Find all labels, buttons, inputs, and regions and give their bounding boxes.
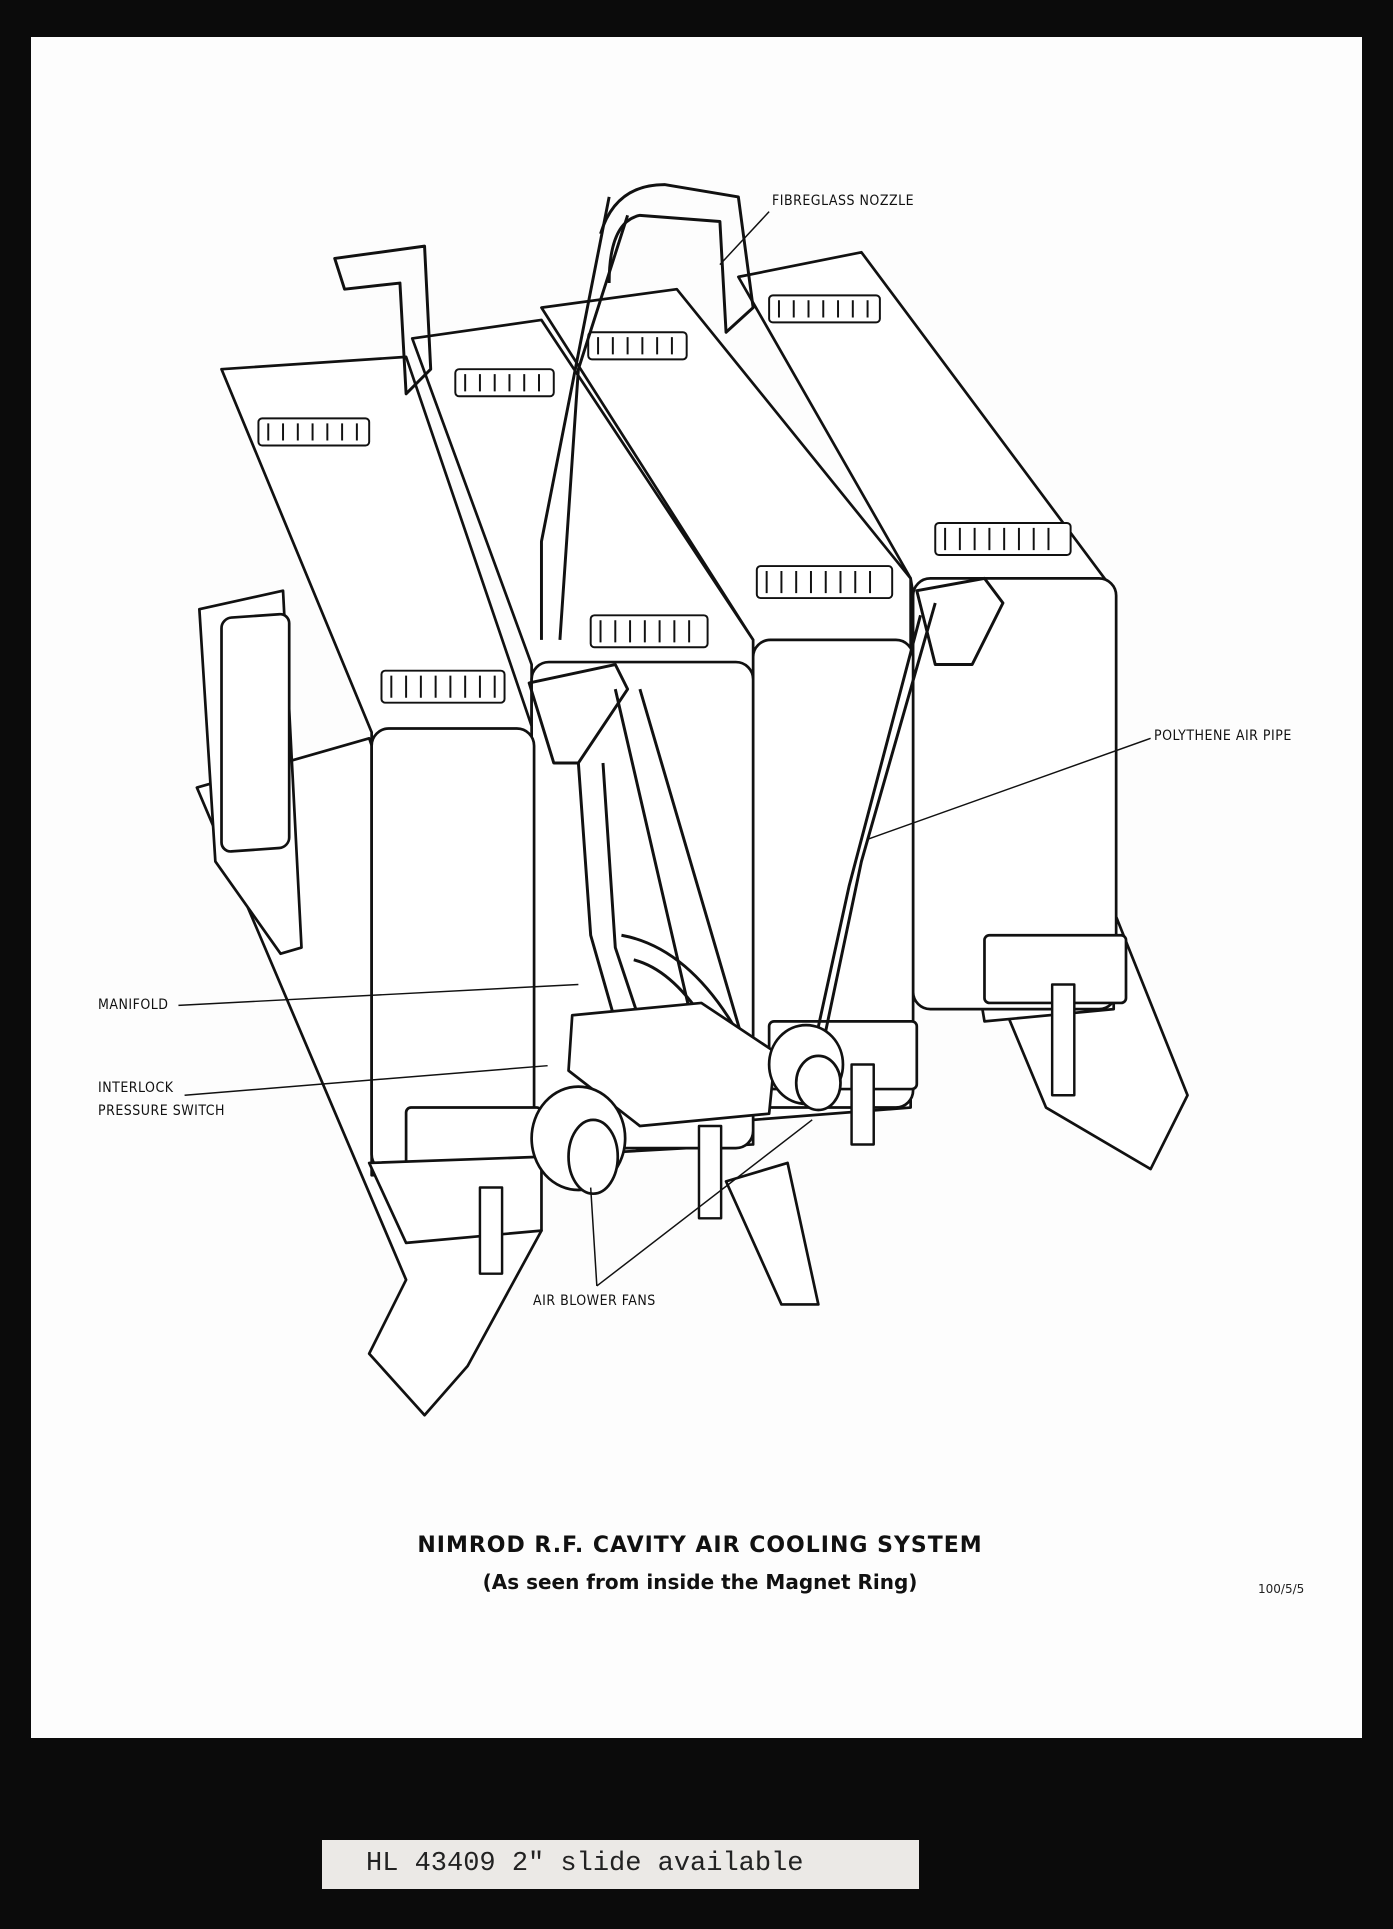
air-blower-fan-2 [767, 1023, 845, 1112]
label-pressure-switch: PRESSURE SWITCH [98, 1103, 226, 1119]
label-fibreglass-nozzle: FIBREGLASS NOZZLE [772, 193, 915, 209]
slide-label: HL 43409 2" slide available [322, 1840, 919, 1889]
reference-number: 100/5/5 [1258, 1582, 1305, 1596]
label-interlock: INTERLOCK [98, 1080, 174, 1096]
bolt-rows [257, 294, 1072, 704]
rf-cavity-1 [220, 355, 543, 1245]
label-polythene-air-pipe: POLYTHENE AIR PIPE [1154, 728, 1292, 744]
label-manifold: MANIFOLD [98, 997, 169, 1013]
air-blower-fan-1 [530, 1085, 627, 1196]
support-legs [478, 983, 1076, 1275]
manifold-box [567, 1001, 777, 1128]
diagram-subtitle: (As seen from inside the Magnet Ring) [482, 1570, 918, 1594]
diagram-title: NIMROD R.F. CAVITY AIR COOLING SYSTEM [417, 1533, 983, 1558]
label-air-blower-fans: AIR BLOWER FANS [533, 1293, 656, 1309]
leader-lines [178, 211, 1151, 1287]
